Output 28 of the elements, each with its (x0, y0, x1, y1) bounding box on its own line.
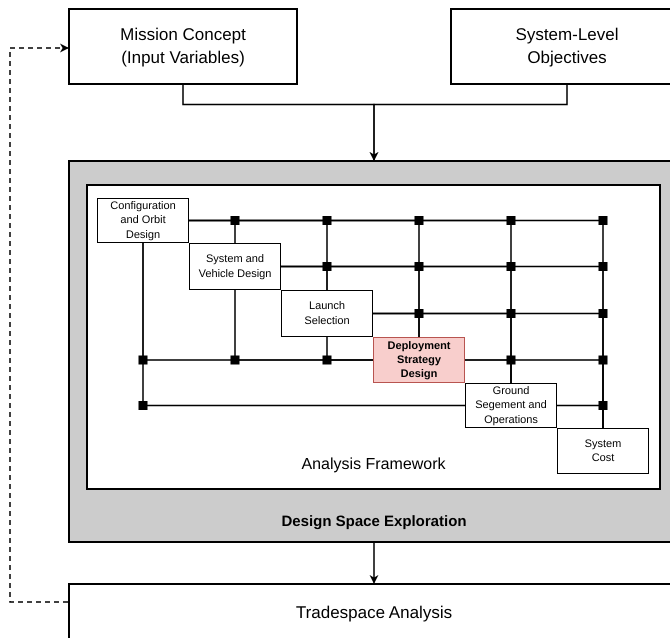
node-label: Tradespace Analysis (294, 602, 454, 624)
node-label: System-Level Objectives (514, 24, 620, 68)
process-box (557, 428, 649, 474)
node-label: Analysis Framework (300, 455, 447, 476)
process-box (465, 383, 557, 428)
node-label: System and Vehicle Design (198, 252, 272, 281)
framework-panel (86, 184, 661, 490)
node-label: Launch Selection (303, 299, 351, 328)
connector-line (142, 243, 465, 406)
arrow (9, 44, 69, 603)
node-label: System Cost (584, 436, 622, 466)
process-box (97, 198, 189, 243)
node-label: Configuration and Orbit Design (109, 199, 177, 242)
process-box (68, 8, 298, 85)
process-box (189, 243, 281, 290)
group-panel (68, 160, 670, 543)
highlighted-process-box (373, 337, 465, 383)
node-label: Deployment Strategy Design (386, 338, 452, 382)
node-label: Design Space Exploration (280, 512, 468, 531)
arrow (370, 543, 378, 584)
process-box (68, 583, 670, 638)
connector-line (557, 404, 604, 428)
process-box (281, 290, 373, 337)
connector-line (326, 337, 373, 361)
node-label: Ground Segement and Operations (474, 384, 548, 427)
process-box (450, 8, 670, 85)
arrow (370, 85, 568, 161)
node-label: Mission Concept (Input Variables) (119, 24, 247, 68)
